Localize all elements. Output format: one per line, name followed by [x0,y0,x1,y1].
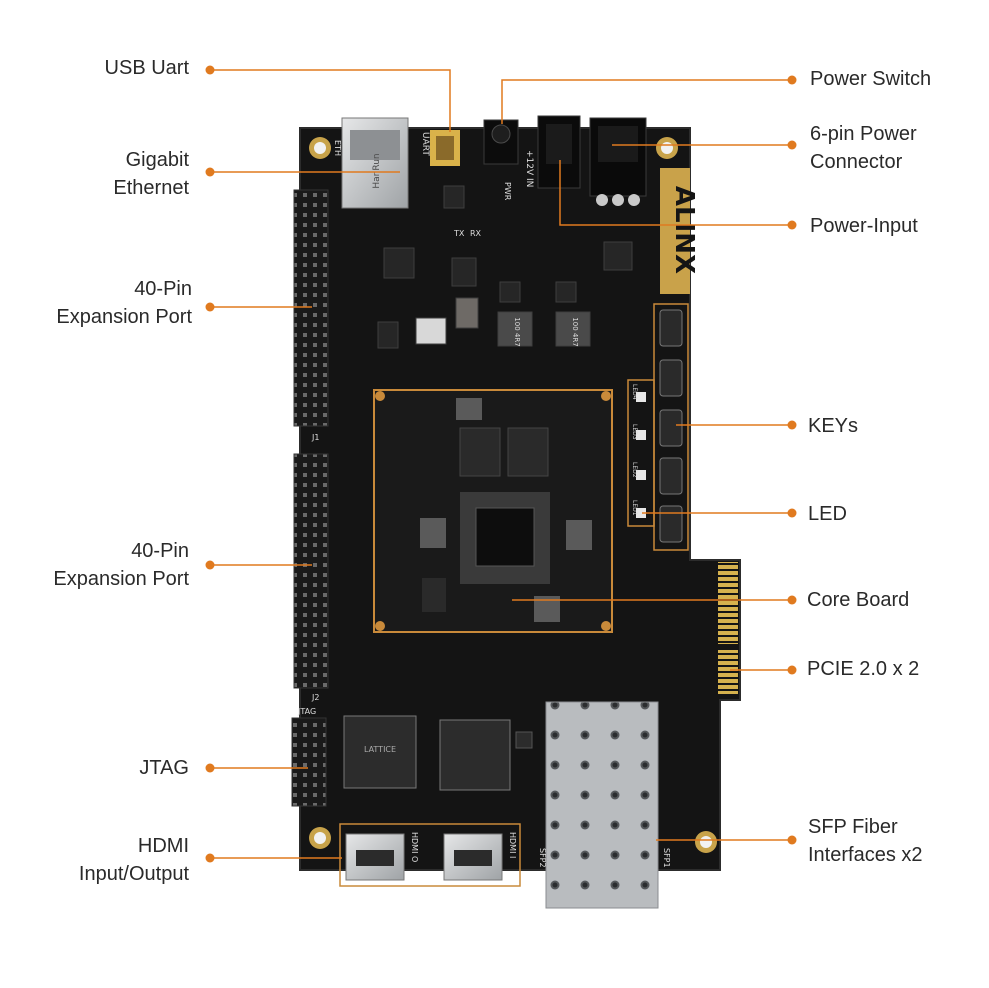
callout-expansion-2-line2: Expansion Port [53,568,189,590]
callout-hdmi-line1: HDMI [137,835,189,857]
callout-usb-uart-line1: USB Uart [104,57,189,79]
callout-power-switch-line1: Power Switch [810,68,932,90]
callout-led-line1: LED [808,503,847,525]
silk-hdmi-chip: LATTICE [364,745,396,754]
hdmi-connectors [339,823,521,887]
silk-sfp1: SFP1 [662,848,671,868]
top-components [377,185,633,349]
callout-power-input: Power-Input [810,212,918,240]
key-column [653,303,689,551]
callout-sfp: SFP Fiber Interfaces x2 [808,813,923,869]
callout-keys: KEYs [808,412,858,440]
callout-keys-line1: KEYs [808,415,859,437]
callout-power-switch: Power Switch [810,65,931,93]
power-switch-part [483,119,519,165]
dc-jack-part [537,115,581,189]
callout-jtag-line1: JTAG [139,757,189,779]
callout-sfp-line2: Interfaces x2 [808,844,923,866]
silk-led3: LED3 [631,424,638,440]
callout-expansion-1-line1: 40-Pin [134,278,192,300]
six-pin-connector-part [589,117,647,206]
silk-inductor-2: 100 4R7 [571,317,579,346]
leader-power-input [559,160,792,226]
silk-eth: ETH [333,140,342,156]
silk-sfp2: SFP2 [538,848,547,868]
pcie-gold-fingers [718,562,738,694]
silk-led1: LED1 [631,500,638,516]
core-board-part [373,389,613,633]
callout-jtag: JTAG [139,754,189,782]
callout-core-board-line1: Core Board [807,589,910,611]
callout-power-connector-line1: 6-pin Power [810,123,917,145]
callout-expansion-port-1: 40-Pin Expansion Port [56,275,192,331]
silk-uart: UART [420,132,430,156]
silk-rx: RX [470,229,482,238]
expansion-header-1 [293,189,329,427]
callout-expansion-1-line2: Expansion Port [56,306,192,328]
brand-logo-text: ALINX [669,186,699,274]
callout-sfp-line1: SFP Fiber [808,816,898,838]
brand-plate [660,168,690,294]
leader-power-switch [501,79,792,124]
callout-expansion-port-2: 40-Pin Expansion Port [53,537,189,593]
silk-j1: J1 [311,433,319,442]
usb-uart-connector [430,130,460,166]
leader-lines [210,69,792,859]
leader-usb-uart [210,69,451,132]
callout-core-board: Core Board [807,586,909,614]
jtag-header [291,717,327,807]
leader-dots [205,65,797,863]
callout-led: LED [808,500,847,528]
silk-pwr: PWR [503,182,512,201]
silk-jtag: JTAG [297,707,316,716]
callout-hdmi: HDMI Input/Output [79,832,189,888]
expansion-header-2 [293,453,329,689]
callout-power-connector-line2: Connector [810,151,903,173]
callout-ethernet-line1: Gigabit [125,149,189,171]
sfp-cage [545,701,659,909]
mounting-holes [309,137,717,853]
callout-pcie-line1: PCIE 2.0 x 2 [807,658,920,680]
callout-expansion-2-line1: 40-Pin [131,540,189,562]
callout-hdmi-line2: Input/Output [78,863,189,885]
silk-hdmi-i: HDMI I [508,832,517,858]
callout-ethernet-line2: Ethernet [113,177,189,199]
silk-inductor-1: 100 4R7 [513,317,521,346]
callout-power-input-line1: Power-Input [810,215,918,237]
hdmi-chips [343,715,533,791]
silk-hdmi-o: HDMI O [410,832,419,862]
silk-led4: LED4 [631,384,638,400]
silk-tx: TX [453,229,465,238]
callout-power-connector: 6-pin Power Connector [810,120,917,176]
rj45-connector: HanRun [341,117,409,209]
callout-pcie: PCIE 2.0 x 2 [807,655,919,683]
callout-gigabit-ethernet: Gigabit Ethernet [113,146,189,202]
silk-led2: LED2 [631,462,638,478]
silk-12v: +12V IN [524,150,534,187]
silk-j2: J2 [311,693,319,702]
callout-usb-uart: USB Uart [105,54,189,82]
rj45-brand-text: HanRun [372,153,382,188]
